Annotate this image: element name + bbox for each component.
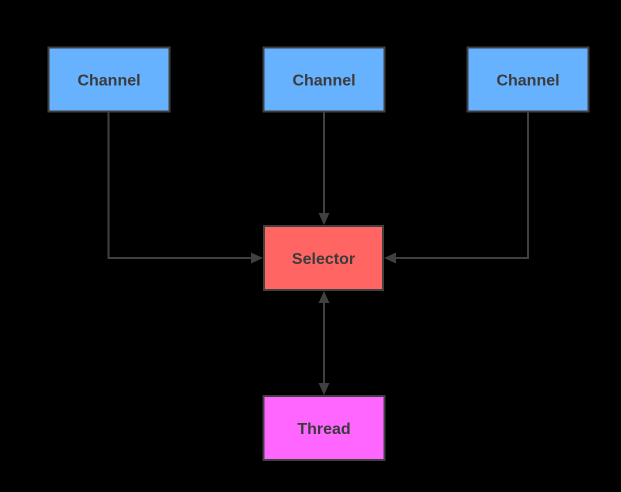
node-channel-2[interactable]: Channel — [262, 46, 386, 113]
channel-1-box[interactable] — [47, 46, 171, 113]
arrowhead-down-icon — [318, 383, 330, 395]
edge-selector-to-thread — [318, 291, 330, 395]
node-channel-1[interactable]: Channel — [47, 46, 171, 113]
edge-line — [107, 112, 251, 259]
channel-3-label: Channel — [496, 73, 559, 90]
arrowhead-up-icon — [318, 291, 330, 303]
channel-2-box[interactable] — [262, 46, 386, 113]
channel-1-label: Channel — [77, 73, 140, 90]
edge-line — [396, 112, 529, 259]
selector-label: Selector — [292, 251, 355, 268]
arrowhead-left-icon — [384, 252, 396, 264]
arrowhead-right-icon — [251, 252, 263, 264]
node-selector[interactable]: Selector — [263, 225, 384, 291]
thread-box[interactable] — [262, 395, 386, 461]
channel-2-label: Channel — [292, 73, 355, 90]
thread-label: Thread — [297, 421, 350, 438]
node-thread[interactable]: Thread — [262, 395, 386, 461]
selector-box[interactable] — [263, 225, 384, 291]
node-channel-3[interactable]: Channel — [466, 46, 590, 113]
channel-3-box[interactable] — [466, 46, 590, 113]
edge-channel2-to-selector — [318, 112, 330, 225]
edge-channel1-to-selector — [107, 112, 263, 264]
edge-channel3-to-selector — [384, 112, 529, 264]
arrowhead-down-icon — [318, 213, 330, 225]
